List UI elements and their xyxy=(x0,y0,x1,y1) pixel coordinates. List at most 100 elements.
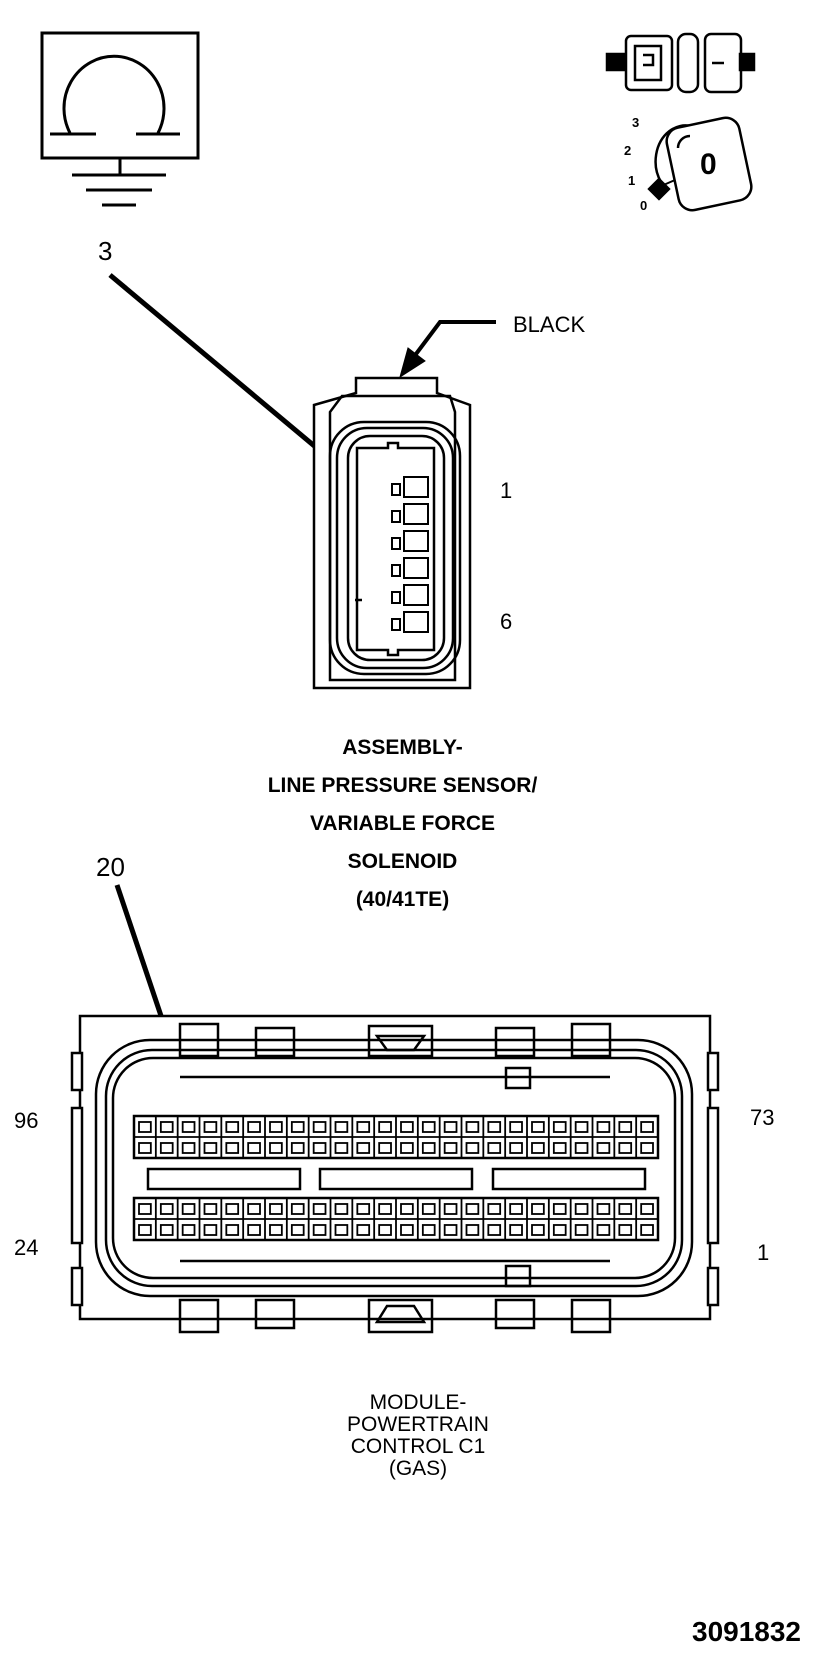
pcm-pin-cavity xyxy=(203,1224,218,1236)
pcm-pin-cavity xyxy=(203,1203,218,1215)
pcm-pin-cavity xyxy=(159,1203,174,1215)
pcm-pin-cavity xyxy=(574,1203,589,1215)
pcm-connector xyxy=(70,1014,720,1334)
pcm-pin-cavity xyxy=(531,1121,545,1133)
pcm-pin-96-label: 96 xyxy=(14,1108,39,1133)
pcm-pin-cavity xyxy=(378,1121,392,1133)
pcm-pin-cavity xyxy=(552,1121,567,1133)
pcm-pin-73-label: 73 xyxy=(750,1105,775,1130)
pcm-pin-cavity xyxy=(247,1224,261,1236)
pcm-pin-cavity xyxy=(225,1224,240,1236)
pcm-pin-cavity xyxy=(138,1203,152,1215)
pcm-pin-rows xyxy=(134,1116,658,1240)
pcm-pin-cavity xyxy=(312,1121,327,1133)
pcm-pin-cavity xyxy=(596,1121,611,1133)
pcm-pin-cavity xyxy=(400,1142,414,1154)
pcm-pin-cavity xyxy=(334,1121,349,1133)
pcm-caption-line-2: POWERTRAIN xyxy=(347,1413,489,1436)
pcm-pin-cavity xyxy=(487,1203,502,1215)
ignition-key-icon xyxy=(647,116,753,212)
pcm-pin-cavity xyxy=(356,1203,371,1215)
pcm-pin-cavity xyxy=(618,1142,633,1154)
pcm-pin-cavity xyxy=(596,1142,611,1154)
pcm-pin-cavity xyxy=(465,1142,480,1154)
pcm-pin-cavity xyxy=(618,1121,633,1133)
connector-disconnect-icon xyxy=(605,32,756,94)
pcm-pin-cavity xyxy=(356,1224,371,1236)
pcm-pin-24-label: 24 xyxy=(14,1235,39,1260)
callout-number-3: 3 xyxy=(98,236,113,266)
pcm-pin-cavity xyxy=(552,1203,567,1215)
pcm-pin-cavity xyxy=(225,1203,240,1215)
pcm-pin-cavity xyxy=(400,1121,414,1133)
ignition-position-1: 1 xyxy=(628,173,636,188)
ohmmeter-ground-icon xyxy=(40,31,200,207)
sensor-caption-line-3: VARIABLE FORCE xyxy=(309,812,496,835)
pcm-pin-cavity xyxy=(269,1142,283,1154)
pcm-pin-cavity xyxy=(574,1121,589,1133)
pcm-pin-cavity xyxy=(225,1142,240,1154)
pcm-pin-cavity xyxy=(509,1203,523,1215)
sensor-caption-line-2: LINE PRESSURE SENSOR/ xyxy=(267,774,538,797)
pcm-pin-cavity xyxy=(443,1142,458,1154)
pcm-pin-cavity xyxy=(400,1224,414,1236)
pcm-pin-cavity xyxy=(290,1224,305,1236)
pcm-pin-cavity xyxy=(531,1142,545,1154)
pcm-pin-cavity xyxy=(509,1224,523,1236)
pcm-pin-cavity xyxy=(181,1142,196,1154)
arrowhead-black xyxy=(399,347,426,379)
pcm-pin-cavity xyxy=(640,1121,654,1133)
pcm-pin-cavity xyxy=(443,1203,458,1215)
pcm-pin-cavity xyxy=(138,1121,152,1133)
pcm-pin-cavity xyxy=(334,1203,349,1215)
ignition-key-label: 0 xyxy=(700,148,717,181)
pcm-pin-cavity xyxy=(159,1121,174,1133)
pcm-pin-cavity xyxy=(531,1203,545,1215)
ignition-position-3: 3 xyxy=(632,115,640,130)
pcm-pin-cavity xyxy=(334,1224,349,1236)
sensor-caption-line-4: SOLENOID xyxy=(347,850,458,873)
pcm-pin-cavity xyxy=(269,1203,283,1215)
sensor-connector xyxy=(312,376,472,690)
connector-color-label: BLACK xyxy=(513,312,586,337)
pcm-pin-cavity xyxy=(378,1224,392,1236)
pcm-pin-cavity xyxy=(400,1203,414,1215)
pcm-pin-cavity xyxy=(640,1203,654,1215)
pcm-pin-cavity xyxy=(290,1203,305,1215)
pcm-pin-cavity xyxy=(247,1142,261,1154)
pcm-pin-cavity xyxy=(312,1142,327,1154)
pcm-pin-cavity xyxy=(574,1142,589,1154)
pcm-pin-cavity xyxy=(159,1142,174,1154)
pcm-pin-cavity xyxy=(421,1142,436,1154)
pcm-pin-cavity xyxy=(552,1224,567,1236)
pcm-pin-cavity xyxy=(356,1142,371,1154)
pcm-pin-cavity xyxy=(509,1121,523,1133)
pcm-pin-cavity xyxy=(247,1203,261,1215)
pcm-caption-line-4: (GAS) xyxy=(388,1457,448,1480)
pcm-pin-cavity xyxy=(378,1203,392,1215)
figure-number: 3091832 xyxy=(692,1616,802,1647)
pcm-pin-cavity xyxy=(443,1224,458,1236)
pcm-pin-cavity xyxy=(312,1224,327,1236)
pcm-pin-cavity xyxy=(247,1121,261,1133)
sensor-pin-6-label: 6 xyxy=(500,609,513,634)
pcm-pin-cavity xyxy=(465,1224,480,1236)
pcm-pin-cavity xyxy=(138,1224,152,1236)
callout-line-black xyxy=(411,320,496,360)
pcm-pin-cavity xyxy=(181,1203,196,1215)
pcm-pin-cavity xyxy=(574,1224,589,1236)
pcm-pin-cavity xyxy=(290,1121,305,1133)
pcm-pin-cavity xyxy=(596,1203,611,1215)
sensor-caption-line-5: (40/41TE) xyxy=(355,888,450,911)
pcm-pin-cavity xyxy=(531,1224,545,1236)
pcm-caption-line-3: CONTROL C1 xyxy=(350,1435,486,1458)
ignition-position-0: 0 xyxy=(640,198,648,213)
pcm-pin-1-label: 1 xyxy=(757,1240,770,1265)
pcm-pin-cavity xyxy=(596,1224,611,1236)
pcm-pin-cavity xyxy=(618,1203,633,1215)
pcm-pin-cavity xyxy=(181,1121,196,1133)
pcm-pin-cavity xyxy=(356,1121,371,1133)
pcm-pin-cavity xyxy=(465,1203,480,1215)
pcm-pin-cavity xyxy=(421,1224,436,1236)
